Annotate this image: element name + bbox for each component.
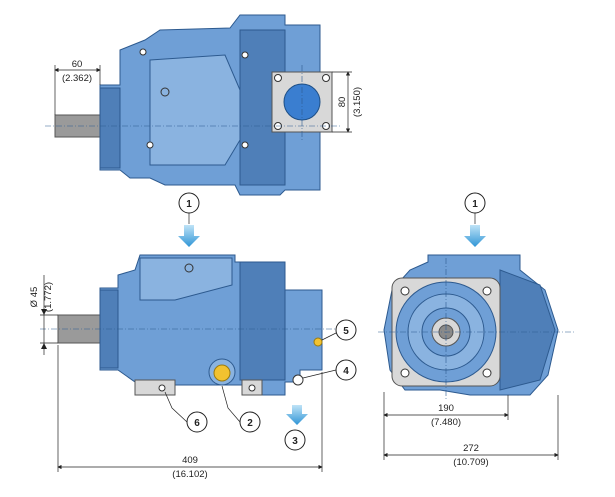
callout-3-label: 3 (292, 436, 298, 447)
port-2 (213, 364, 231, 382)
callout-5-label: 5 (343, 326, 349, 337)
inlet-arrow-icon (178, 225, 200, 247)
top-rear-flange (99, 87, 121, 169)
dim-60-mm: 60 (72, 59, 83, 70)
dim-60-in: (2.362) (62, 73, 92, 84)
port-4 (292, 374, 304, 386)
callout-6-label: 6 (194, 418, 200, 429)
callout-5 (335, 319, 357, 341)
inlet-arrow-icon (464, 225, 486, 247)
port-5 (313, 337, 323, 347)
front-view: 190 (7.480) 272 (10.709) (378, 225, 575, 468)
dim-80-in: (3.150) (352, 87, 363, 117)
callout-4-label: 4 (343, 366, 349, 377)
outlet-arrow-icon (286, 405, 308, 425)
top-front-block (239, 29, 286, 186)
bolt-hole (322, 74, 330, 82)
dim-80-mm: 80 (337, 97, 348, 108)
dim-409-in: (16.102) (172, 469, 207, 480)
callout-3 (284, 429, 306, 451)
dim-dia45-mm: Ø 45 (29, 287, 40, 308)
dim-190-in: (7.480) (431, 417, 461, 428)
callouts: 1 1 2 3 4 5 6 (164, 192, 486, 451)
callout-1-front-label: 1 (472, 199, 478, 210)
dim-409-mm: 409 (182, 455, 198, 466)
top-housing-panel (149, 54, 241, 166)
dim-190-mm: 190 (438, 403, 454, 414)
bolt-hole (274, 74, 282, 82)
dim-272-mm: 272 (463, 443, 479, 454)
callout-1-side-label: 1 (186, 199, 192, 210)
top-view: 60 (2.362) 80 (3.150) (45, 14, 363, 196)
callout-2-label: 2 (247, 418, 253, 429)
dim-dia45-in: (1.772) (43, 282, 54, 312)
dim-272-in: (10.709) (453, 457, 488, 468)
side-view: Ø 45 (1.772) 409 (16.102) (29, 225, 335, 480)
